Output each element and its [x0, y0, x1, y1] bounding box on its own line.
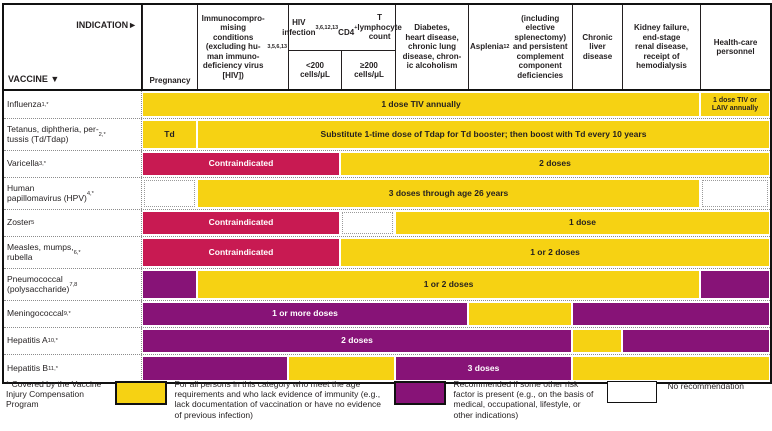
vaccine-header: VACCINE ▼ [8, 64, 59, 85]
bar-none [702, 180, 768, 207]
bar-recommended [573, 357, 769, 380]
arrow-right-icon: ► [128, 19, 137, 30]
bar-none [144, 180, 195, 207]
table-row: Pneumococcal (polysaccharide)7,8 1 or 2 d… [4, 269, 770, 301]
bar-recommended: 1 or 2 doses [341, 239, 769, 266]
vaccine-label: VACCINE [8, 74, 48, 85]
bar-risk-factor: 3 doses [396, 357, 571, 380]
indication-label: INDICATION [76, 19, 129, 30]
vaccine-row-label: Pneumococcal (polysaccharide)7,8 [4, 269, 142, 300]
bar-recommended: 1 dose TIV annually [143, 93, 699, 116]
bar-recommended: Td [143, 121, 196, 148]
bar-contraindicated: Contraindicated [143, 212, 339, 234]
bar-recommended: 2 doses [341, 153, 769, 175]
bar-risk-factor [143, 357, 287, 380]
vaccine-row-label: Human papillomavirus (HPV)4,* [4, 178, 142, 209]
bar-recommended: 1 or 2 doses [198, 271, 699, 298]
bar-risk-factor: 1 or more doses [143, 303, 467, 325]
bar-recommended [469, 303, 571, 325]
legend-text-recommended: For all persons in this category who mee… [174, 379, 382, 420]
column-header-healthcare-personnel: Health-care personnel [700, 5, 770, 89]
column-header-immunocompromising: Immunocompro- mising conditions (excludi… [197, 5, 288, 89]
corner-header-cell: INDICATION► VACCINE ▼ [4, 5, 142, 89]
bar-recommended: Substitute 1-time dose of Tdap for Td bo… [198, 121, 769, 148]
bar-risk-factor [623, 330, 769, 352]
bar-none [342, 212, 393, 234]
column-header-kidney-failure: Kidney failure, end-stage renal disease,… [622, 5, 700, 89]
arrow-down-icon: ▼ [50, 74, 60, 85]
bar-risk-factor [573, 303, 769, 325]
indication-header: INDICATION► [76, 9, 137, 30]
bar-risk-factor [143, 271, 196, 298]
table-header: INDICATION► VACCINE ▼ Pregnancy Immunoco… [4, 5, 770, 91]
schedule-table: INDICATION► VACCINE ▼ Pregnancy Immunoco… [2, 3, 772, 384]
hiv-subcolumns: <200 cells/μL ≥200 cells/μL [289, 50, 395, 89]
column-header-pregnancy: Pregnancy [142, 5, 197, 89]
legend-text-risk-factor: Recommended if some other risk factor is… [453, 379, 594, 420]
column-header-diabetes: Diabetes, heart disease, chronic lung di… [395, 5, 468, 89]
legend-text-no-recommendation: No recommendation [667, 381, 744, 391]
bar-contraindicated: Contraindicated [143, 239, 339, 266]
vaccine-row-label: Tetanus, diphtheria, per- tussis (Td/Tda… [4, 119, 142, 150]
bar-recommended: 3 doses through age 26 years [198, 180, 699, 207]
legend-swatch-risk-factor [393, 381, 446, 405]
bar-risk-factor: 2 doses [143, 330, 571, 352]
bar-recommended: 1 dose [396, 212, 769, 234]
legend-swatch-recommended [114, 381, 167, 405]
vicp-footnote: * Covered by the Vaccine Injury Compensa… [6, 379, 102, 410]
bar-recommended [289, 357, 394, 380]
column-header-chronic-liver: Chronic liver disease [572, 5, 622, 89]
bar-recommended [573, 330, 621, 352]
column-header-hiv-under-200: <200 cells/μL [300, 60, 330, 79]
legend: * Covered by the Vaccine Injury Compensa… [6, 379, 766, 420]
legend-swatch-no-recommendation [607, 381, 658, 403]
bar-risk-factor [701, 271, 769, 298]
bar-recommended: 1 dose TIV or LAIV annually [701, 93, 769, 116]
table-row: Tetanus, diphtheria, per- tussis (Td/Tda… [4, 119, 770, 151]
table-row: Human papillomavirus (HPV)4,* 3 doses thr… [4, 178, 770, 210]
column-header-hiv-over-200: ≥200 cells/μL [341, 51, 396, 89]
bar-contraindicated: Contraindicated [143, 153, 339, 175]
